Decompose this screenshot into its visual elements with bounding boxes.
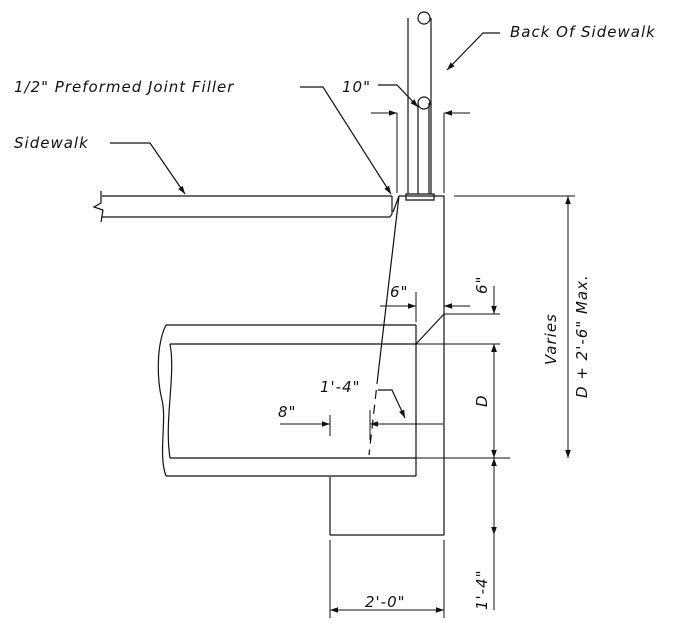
sidewalk-label: Sidewalk <box>14 134 89 152</box>
dimension-6in-vertical <box>444 286 500 365</box>
dimension-2ft0in <box>329 540 445 618</box>
pipe-section <box>157 324 510 477</box>
dim-varies-formula-label: D + 2'-6" Max. <box>573 274 591 398</box>
dim-6in-horizontal-label: 6" <box>390 283 409 301</box>
sidewalk-slab <box>92 142 393 223</box>
dimension-10in <box>371 84 470 193</box>
railing-post <box>405 11 435 201</box>
dimension-6in-horizontal <box>380 292 470 322</box>
dim-8in-label: 8" <box>278 403 297 421</box>
dimension-varies <box>454 195 575 458</box>
back-of-sidewalk-leader <box>446 32 500 71</box>
dim-6in-vertical-label: 6" <box>473 275 491 294</box>
dim-2ft0in-label: 2'-0" <box>365 593 406 611</box>
wall-outline <box>329 195 445 536</box>
dim-1ft4in-diagonal-label: 1'-4" <box>320 378 361 396</box>
back-of-sidewalk-label: Back Of Sidewalk <box>510 23 656 41</box>
dim-1ft4in-vertical-label: 1'-4" <box>473 569 491 610</box>
dimension-1ft4in-8in <box>280 389 443 440</box>
dim-varies-label: Varies <box>542 313 560 365</box>
joint-filler-leader <box>300 86 392 195</box>
dim-10in-label: 10" <box>342 78 371 96</box>
dim-D-label: D <box>473 394 491 407</box>
joint-filler-label: 1/2" Preformed Joint Filler <box>14 78 235 96</box>
